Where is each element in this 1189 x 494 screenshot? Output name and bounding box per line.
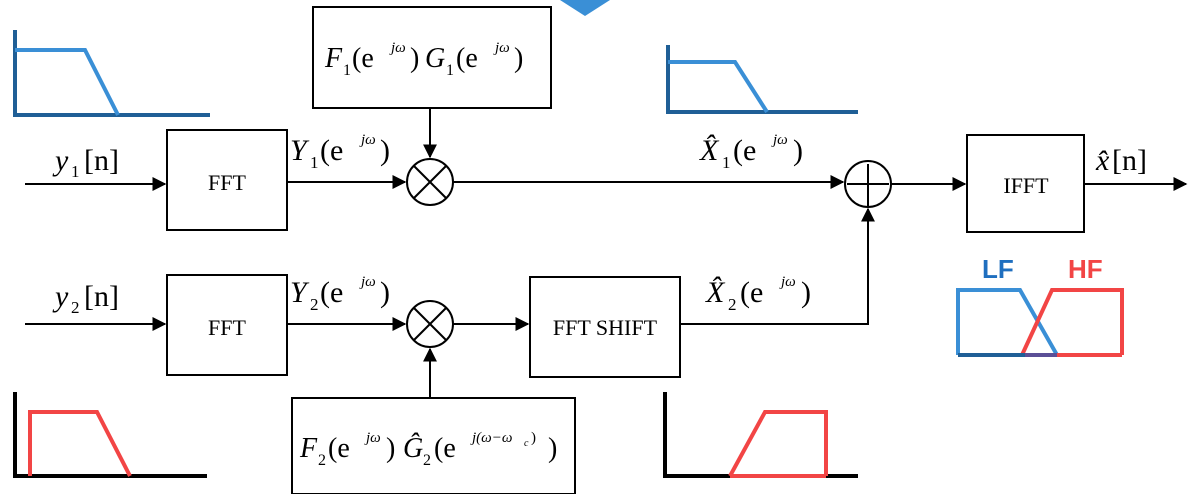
spectrum-input-2 <box>13 392 207 478</box>
svg-text:F: F <box>324 43 343 74</box>
svg-text:j(ω−ω: j(ω−ω <box>470 430 512 446</box>
svg-text:): ) <box>793 134 803 167</box>
spectrum-input-1 <box>13 30 210 117</box>
label-Y1: Y 1 (e jω ) <box>290 132 390 172</box>
spectrum-combined <box>956 288 1124 357</box>
fft2-label: FFT <box>208 315 246 340</box>
svg-text:): ) <box>548 433 557 464</box>
label-X2: X̂ 2 (e jω ) <box>705 274 811 314</box>
svg-text:c: c <box>524 438 529 449</box>
spectrum-shifted-2 <box>663 392 858 478</box>
svg-text:jω: jω <box>779 274 796 290</box>
svg-text:): ) <box>410 43 419 74</box>
svg-text:Y: Y <box>290 134 310 167</box>
svg-text:(e: (e <box>352 43 374 74</box>
label-Y2: Y 2 (e jω ) <box>290 274 390 314</box>
fft1-label: FFT <box>208 170 246 195</box>
svg-text:[n]: [n] <box>1112 144 1147 177</box>
label-X1: X̂ 1 (e jω ) <box>699 132 803 172</box>
svg-text:y: y <box>52 144 69 177</box>
label-y2: y 2 [n] <box>52 280 119 317</box>
svg-text:x̂: x̂ <box>1095 144 1110 177</box>
label-y1: y 1 [n] <box>52 144 119 181</box>
filter2-formula: F 2 (e jω ) Ĝ 2 (e j(ω−ω c ) ) <box>299 430 557 469</box>
svg-text:1: 1 <box>71 162 80 181</box>
svg-text:): ) <box>380 134 390 167</box>
svg-text:): ) <box>801 276 811 309</box>
svg-text:(e: (e <box>320 134 343 167</box>
svg-text:(e: (e <box>328 433 350 464</box>
svg-text:1: 1 <box>446 62 454 79</box>
svg-text:(e: (e <box>733 134 756 167</box>
svg-text:1: 1 <box>343 62 351 79</box>
svg-text:[n]: [n] <box>84 144 119 177</box>
fft1-block <box>166 129 288 231</box>
fftshift-block <box>529 276 681 378</box>
multiplier-2 <box>406 300 454 348</box>
svg-text:F: F <box>299 433 318 464</box>
wire-X2 <box>680 207 875 325</box>
filter1-formula: F 1 (e jω ) G 1 (e jω ) <box>324 40 523 79</box>
svg-text:X̂: X̂ <box>699 134 720 167</box>
multiplier-1 <box>406 158 454 206</box>
svg-text:Ĝ: Ĝ <box>403 433 423 464</box>
svg-text:Y: Y <box>290 276 310 309</box>
filter2-block <box>291 397 576 494</box>
top-accent-shape <box>560 0 610 16</box>
svg-text:2: 2 <box>310 295 319 314</box>
svg-text:(e: (e <box>456 43 478 74</box>
svg-text:2: 2 <box>318 452 326 469</box>
spectrum-filtered-1 <box>666 45 858 114</box>
ifft-block <box>966 134 1085 233</box>
svg-text:X̂: X̂ <box>705 276 726 309</box>
svg-text:2: 2 <box>71 298 80 317</box>
svg-text:jω: jω <box>493 40 510 56</box>
legend-hf: HF <box>1068 254 1103 284</box>
svg-text:1: 1 <box>310 153 319 172</box>
svg-text:): ) <box>514 43 523 74</box>
svg-text:): ) <box>380 276 390 309</box>
svg-text:jω: jω <box>359 132 376 148</box>
svg-text:jω: jω <box>364 430 381 446</box>
fft2-block <box>166 274 288 376</box>
svg-text:jω: jω <box>359 274 376 290</box>
label-xout: x̂ [n] <box>1095 144 1147 177</box>
svg-text:2: 2 <box>728 295 737 314</box>
svg-text:2: 2 <box>423 452 431 469</box>
filter1-block <box>312 6 552 109</box>
svg-text:): ) <box>531 430 536 446</box>
svg-text:[n]: [n] <box>84 280 119 313</box>
svg-text:y: y <box>52 280 69 313</box>
svg-text:(e: (e <box>740 276 763 309</box>
svg-text:G: G <box>425 43 445 74</box>
svg-text:): ) <box>386 433 395 464</box>
fftshift-label: FFT SHIFT <box>553 315 658 340</box>
svg-text:jω: jω <box>389 40 406 56</box>
svg-text:(e: (e <box>434 433 456 464</box>
legend-lf: LF <box>982 254 1014 284</box>
svg-text:jω: jω <box>771 132 788 148</box>
svg-text:1: 1 <box>722 153 731 172</box>
ifft-label: IFFT <box>1003 173 1049 198</box>
svg-text:(e: (e <box>320 276 343 309</box>
summer <box>844 160 892 208</box>
